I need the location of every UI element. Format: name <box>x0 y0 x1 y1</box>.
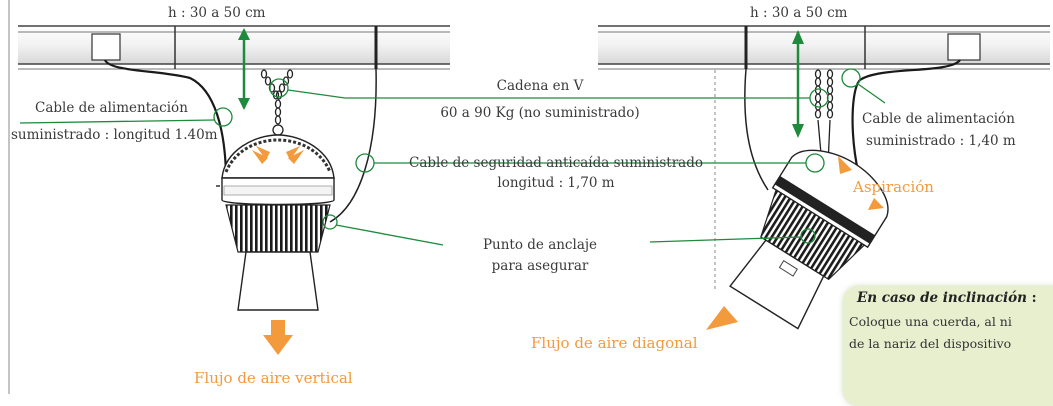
note-title-suffix: : <box>1026 290 1037 306</box>
power-cable-left-label-1: Cable de alimentación <box>35 100 188 116</box>
destratifier-diagonal <box>729 149 889 330</box>
diagonal-flow-label: Flujo de aire diagonal <box>531 334 698 352</box>
ceiling-rail-right <box>598 25 1050 70</box>
note-line-2: de la nariz del dispositivo <box>849 336 1012 351</box>
junction-box-right <box>947 33 981 61</box>
vertical-flow-label: Flujo de aire vertical <box>194 369 353 387</box>
height-arrow-right <box>792 30 804 138</box>
diagram-canvas: h : 30 a 50 cm h : 30 a 50 cm Cadena en … <box>8 0 1053 406</box>
power-cable-right-label-2: suministrado : 1,40 m <box>866 133 1016 149</box>
arrow-aspiration-bottom <box>868 198 884 210</box>
chain-load-label: 60 a 90 Kg (no suministrado) <box>440 105 639 121</box>
chain-title-label: Cadena en V <box>497 78 584 94</box>
inclination-note: En caso de inclinación : Coloque una cue… <box>843 286 1053 406</box>
height-label-left: h : 30 a 50 cm <box>168 5 266 21</box>
destratifier-vertical <box>216 134 335 311</box>
anchor-point-label-2: para asegurar <box>492 258 589 274</box>
arrow-aspiration-top <box>838 156 852 174</box>
anchor-point-label-1: Punto de anclaje <box>483 237 597 253</box>
v-chain-left <box>260 69 294 136</box>
power-cable-left <box>103 59 228 176</box>
safety-cable-label-2: longitud : 1,70 m <box>497 175 614 191</box>
arrow-shaft-vertical-flow <box>271 320 285 336</box>
note-title: En caso de inclinación : <box>857 290 1037 306</box>
height-arrow-left <box>238 28 250 110</box>
safety-cable-right <box>744 68 769 191</box>
arrow-down-vertical-flow <box>263 335 293 355</box>
note-title-emphasis: En caso de inclinación <box>857 290 1027 306</box>
safety-cable-left <box>329 68 377 223</box>
safety-cable-label-1: Cable de seguridad anticaída suministrad… <box>409 155 703 171</box>
airflow-arrows <box>252 146 884 355</box>
leader-lines <box>19 68 886 246</box>
note-line-1: Coloque una cuerda, al ni <box>849 314 1012 329</box>
arrow-diagonal-flow <box>706 306 738 330</box>
height-label-right: h : 30 a 50 cm <box>750 5 848 21</box>
power-cable-left-label-2: suministrado : longitud 1.40m <box>11 127 218 143</box>
aspiration-label: Aspiración <box>852 178 934 196</box>
ceiling-rail-left <box>18 25 450 70</box>
junction-box-left <box>91 33 121 61</box>
power-cable-right-label-1: Cable de alimentación <box>862 111 1015 127</box>
diagram-svg: h : 30 a 50 cm h : 30 a 50 cm Cadena en … <box>8 0 1050 394</box>
